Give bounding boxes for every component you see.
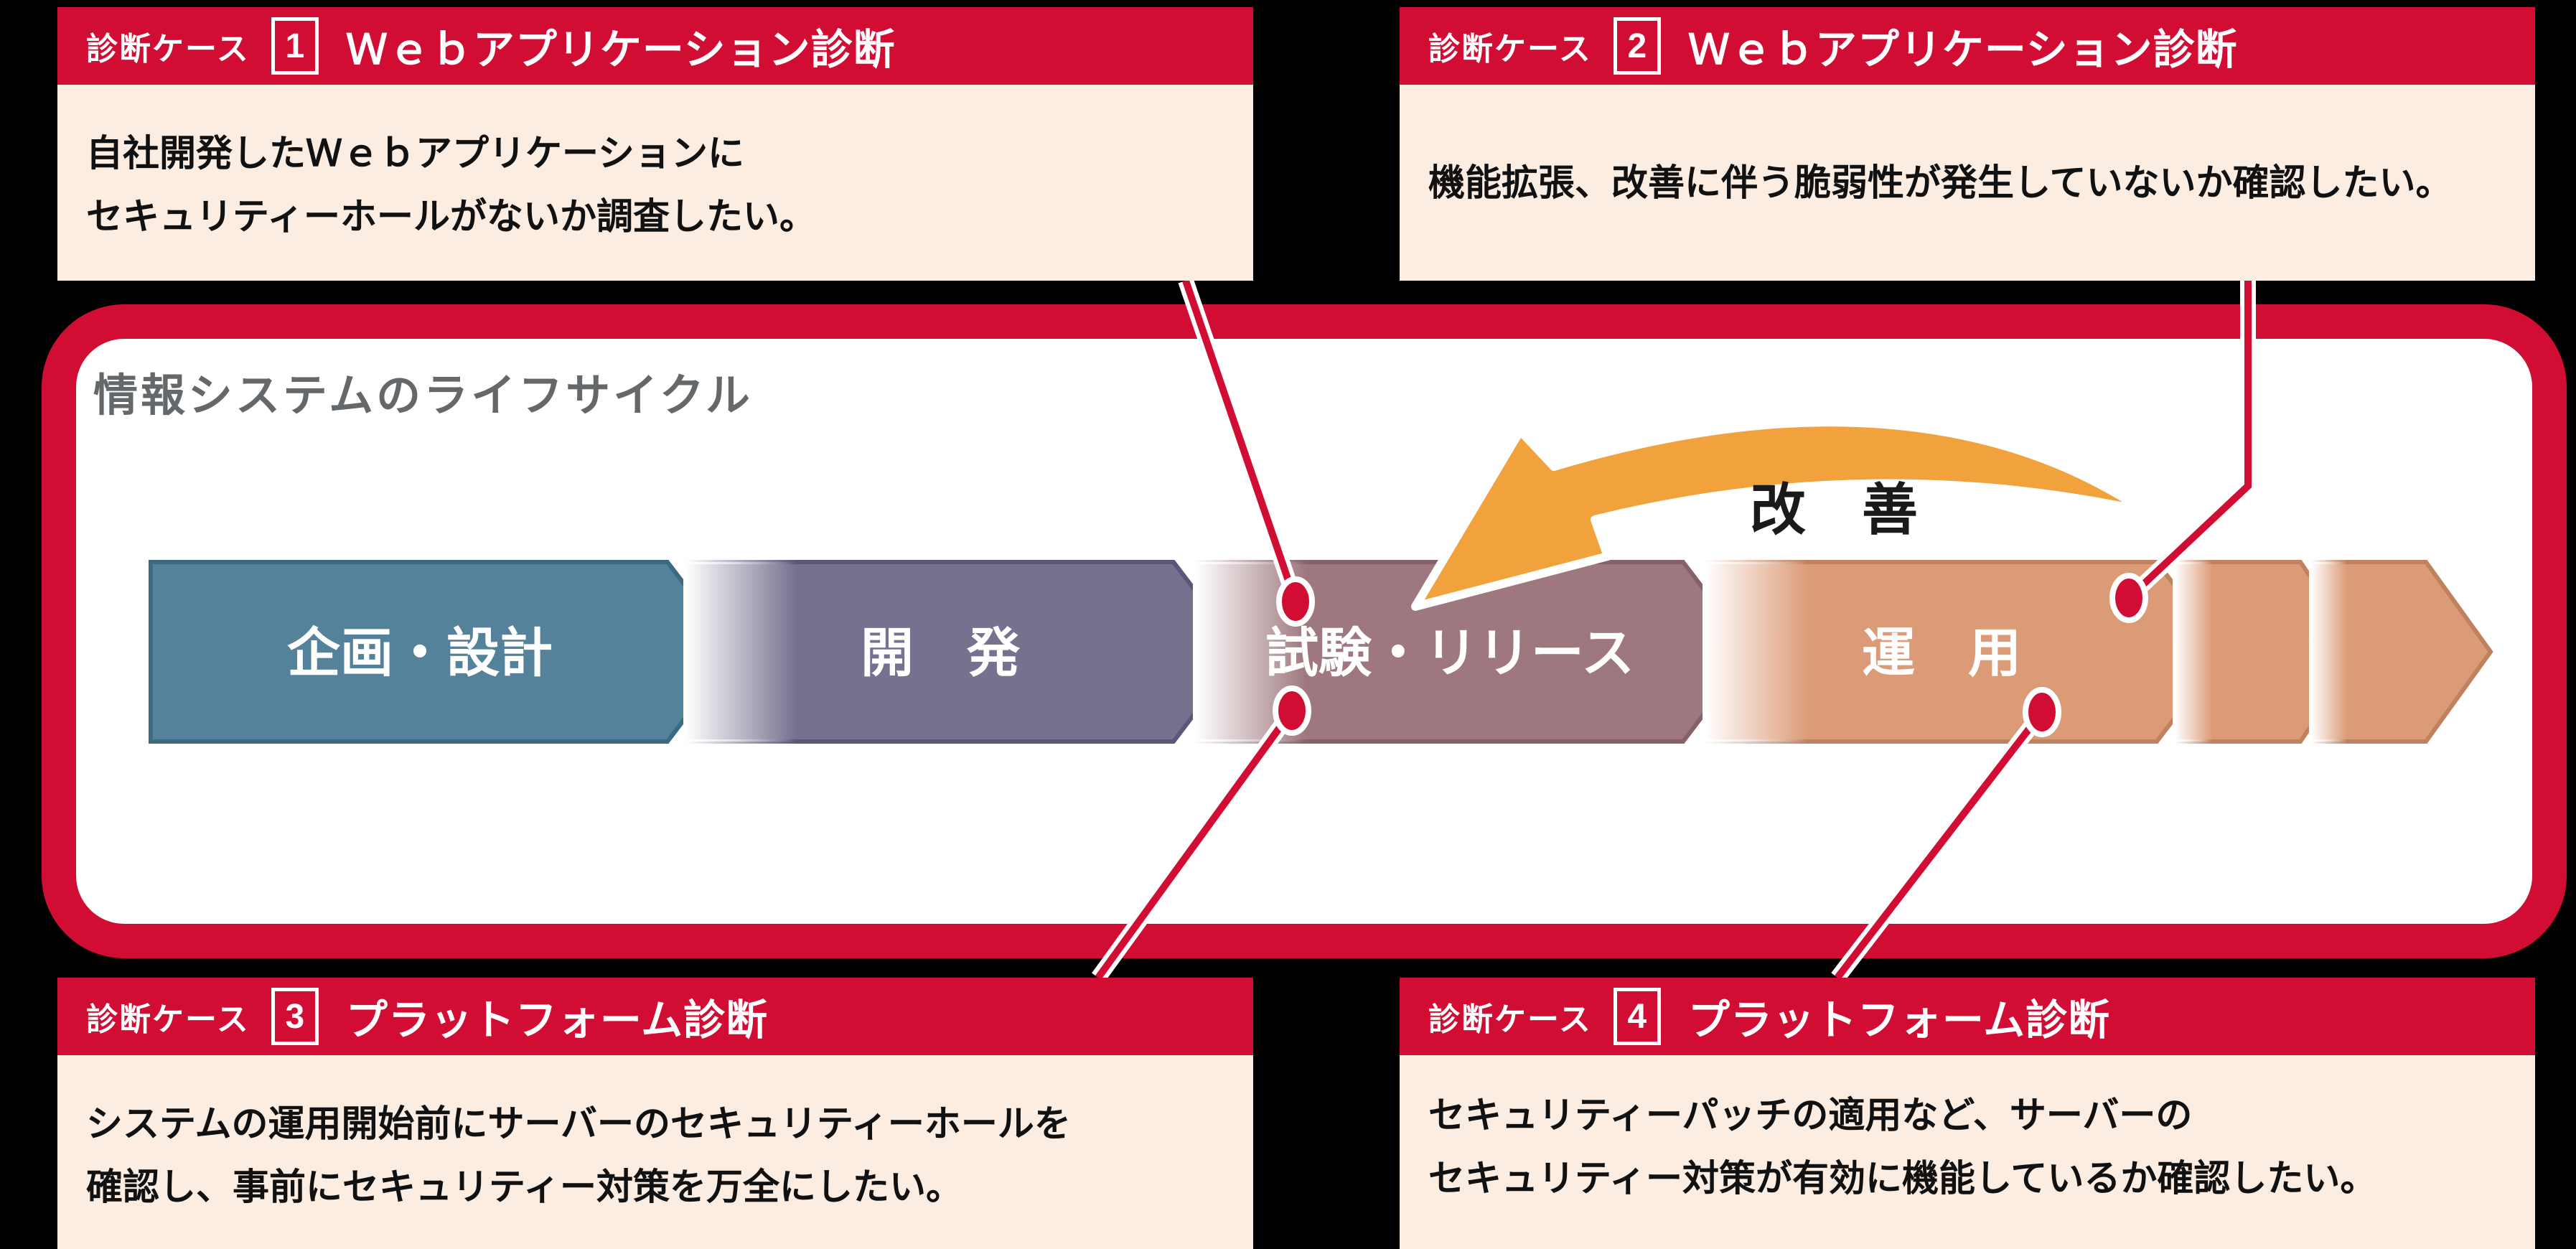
case2-body-line: 機能拡張、改善に伴う脆弱性が発生していないか確認したい。 <box>1428 162 2453 203</box>
case3-body: システムの運用開始前にサーバーのセキュリティーホールを 確認し、事前にセキュリテ… <box>57 1055 1253 1249</box>
case2-header: 診断ケース 2 Ｗｅｂアプリケーション診断 <box>1400 7 2535 85</box>
case4-body: セキュリティーパッチの適用など、サーバーの セキュリティー対策が有効に機能してい… <box>1400 1055 2535 1249</box>
case1-title: Ｗｅｂアプリケーション診断 <box>345 27 896 73</box>
case3-label: 診断ケース <box>86 1002 250 1037</box>
case2-label: 診断ケース <box>1428 32 1592 67</box>
stage-label-operation: 運 用 <box>1862 623 2021 683</box>
case-box-1: 診断ケース 1 Ｗｅｂアプリケーション診断 自社開発したＷｅｂアプリケーションに… <box>57 7 1253 281</box>
stage-label-test-release: 試験・リリース <box>1265 623 1635 683</box>
case4-label: 診断ケース <box>1428 1002 1592 1037</box>
stage-label-planning-design: 企画・設計 <box>287 623 553 683</box>
case3-title: プラットフォーム診断 <box>345 997 769 1044</box>
case4-title: プラットフォーム診断 <box>1687 997 2111 1044</box>
case-box-4: 診断ケース 4 プラットフォーム診断 セキュリティーパッチの適用など、サーバーの… <box>1400 978 2535 1249</box>
case1-number-badge: 1 <box>271 17 319 75</box>
improvement-label: 改 善 <box>1749 478 1918 541</box>
lifecycle-title: 情報システムのライフサイクル <box>93 371 754 421</box>
case1-header: 診断ケース 1 Ｗｅｂアプリケーション診断 <box>57 7 1253 85</box>
case3-number-badge: 3 <box>271 988 319 1045</box>
case4-body-line: セキュリティーパッチの適用など、サーバーの <box>1428 1095 2193 1136</box>
case4-header: 診断ケース 4 プラットフォーム診断 <box>1400 978 2535 1055</box>
case4-number-badge: 4 <box>1613 988 1661 1045</box>
case1-body-line: 自社開発したＷｅｂアプリケーションに <box>86 133 744 174</box>
case4-body-line: セキュリティー対策が有効に機能しているか確認したい。 <box>1428 1157 2377 1199</box>
case-box-2: 診断ケース 2 Ｗｅｂアプリケーション診断 機能拡張、改善に伴う脆弱性が発生して… <box>1400 7 2535 281</box>
case1-body: 自社開発したＷｅｂアプリケーションに セキュリティーホールがないか調査したい。 <box>57 85 1253 281</box>
case1-body-line: セキュリティーホールがないか調査したい。 <box>86 195 816 237</box>
case1-label: 診断ケース <box>86 32 250 67</box>
case3-body-line: システムの運用開始前にサーバーのセキュリティーホールを <box>86 1103 1071 1144</box>
case2-body: 機能拡張、改善に伴う脆弱性が発生していないか確認したい。 <box>1400 85 2535 281</box>
case3-body-line: 確認し、事前にセキュリティー対策を万全にしたい。 <box>86 1166 963 1207</box>
stage-label-development: 開 発 <box>861 623 1020 683</box>
case-box-3: 診断ケース 3 プラットフォーム診断 システムの運用開始前にサーバーのセキュリテ… <box>57 978 1253 1249</box>
case2-title: Ｗｅｂアプリケーション診断 <box>1687 27 2238 73</box>
case2-number-badge: 2 <box>1613 17 1661 75</box>
case3-header: 診断ケース 3 プラットフォーム診断 <box>57 978 1253 1055</box>
